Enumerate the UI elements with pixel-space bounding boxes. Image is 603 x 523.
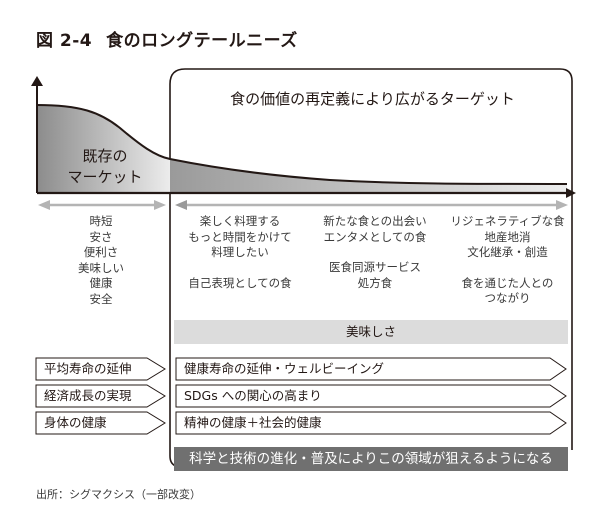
need-item: 安さ <box>89 229 113 244</box>
figure-title: 図 2-4 食のロングテールニーズ <box>36 26 298 51</box>
existing-range-left-arrow-icon <box>38 200 50 210</box>
transition-to-1: 健康寿命の延伸・ウェルビーイング <box>184 361 385 376</box>
need-item: 自己表現としての食 <box>188 275 292 290</box>
existing-market-label-line1: 既存の <box>82 147 128 165</box>
need-item: つながり <box>484 291 531 305</box>
need-item: 地産地消 <box>484 229 531 244</box>
need-item: 新たな食との出会い <box>323 214 427 228</box>
existing-market-area <box>37 105 170 193</box>
target-panel-frame <box>169 68 573 450</box>
demand-curve <box>36 104 568 185</box>
transition-from-3: 身体の健康 <box>44 415 107 430</box>
figure-number: 図 2-4 <box>36 31 93 51</box>
need-item: 楽しく料理する <box>199 214 281 228</box>
technology-band: 科学と技術の進化・普及によりこの領域が狙えるようになる <box>174 447 568 471</box>
cooking-needs-list: 楽しく料理する もっと時間をかけて 料理したい 自己表現としての食 <box>170 214 310 291</box>
target-panel-title: 食の価値の再定義により広がるターゲット <box>230 90 515 108</box>
need-item: 食を通じた人との <box>461 275 554 290</box>
need-item: 安全 <box>89 291 113 306</box>
need-item: 時短 <box>89 214 113 228</box>
need-item: もっと時間をかけて <box>188 229 292 244</box>
x-axis-arrow-icon <box>566 188 576 198</box>
transition-from-2: 経済成長の実現 <box>44 388 132 403</box>
existing-range-right-arrow-icon <box>154 200 166 210</box>
need-item: 健康 <box>89 276 113 290</box>
need-item: 医食同源サービス <box>329 260 421 274</box>
need-item: 便利さ <box>83 245 119 259</box>
existing-market-label: 既存の マーケット <box>40 146 170 188</box>
transition-from-1: 平均寿命の延伸 <box>44 361 132 376</box>
right-chevron-boxes <box>175 357 567 435</box>
target-range-left-arrow-icon <box>175 200 187 210</box>
need-item: 美味しい <box>78 260 124 275</box>
y-axis-arrow-icon <box>31 76 43 86</box>
transition-to-2: SDGs への関心の高まり <box>184 388 322 403</box>
existing-needs-list: 時短 安さ 便利さ 美味しい 健康 安全 <box>36 214 166 307</box>
need-item: 料理したい <box>211 245 269 259</box>
target-range-right-arrow-icon <box>556 200 568 210</box>
taste-band: 美味しさ <box>174 320 568 344</box>
transition-to-3: 精神の健康＋社会的健康 <box>184 415 322 430</box>
regenerative-needs-list: リジェネラティブな食 地産地消 文化継承・創造 食を通じた人との つながり <box>440 214 575 307</box>
long-tail-area <box>170 159 567 193</box>
need-item: 文化継承・創造 <box>467 245 548 259</box>
need-item: エンタメとしての食 <box>323 229 427 244</box>
entertainment-needs-list: 新たな食との出会い エンタメとしての食 医食同源サービス 処方食 <box>307 214 443 291</box>
existing-market-label-line2: マーケット <box>67 168 143 186</box>
source-note: 出所：シグマクシス（一部改変） <box>36 488 201 501</box>
left-chevron-boxes <box>35 357 166 435</box>
need-item: リジェネラティブな食 <box>450 214 565 228</box>
need-item: 処方食 <box>357 275 393 290</box>
figure-caption: 食のロングテールニーズ <box>106 31 298 51</box>
